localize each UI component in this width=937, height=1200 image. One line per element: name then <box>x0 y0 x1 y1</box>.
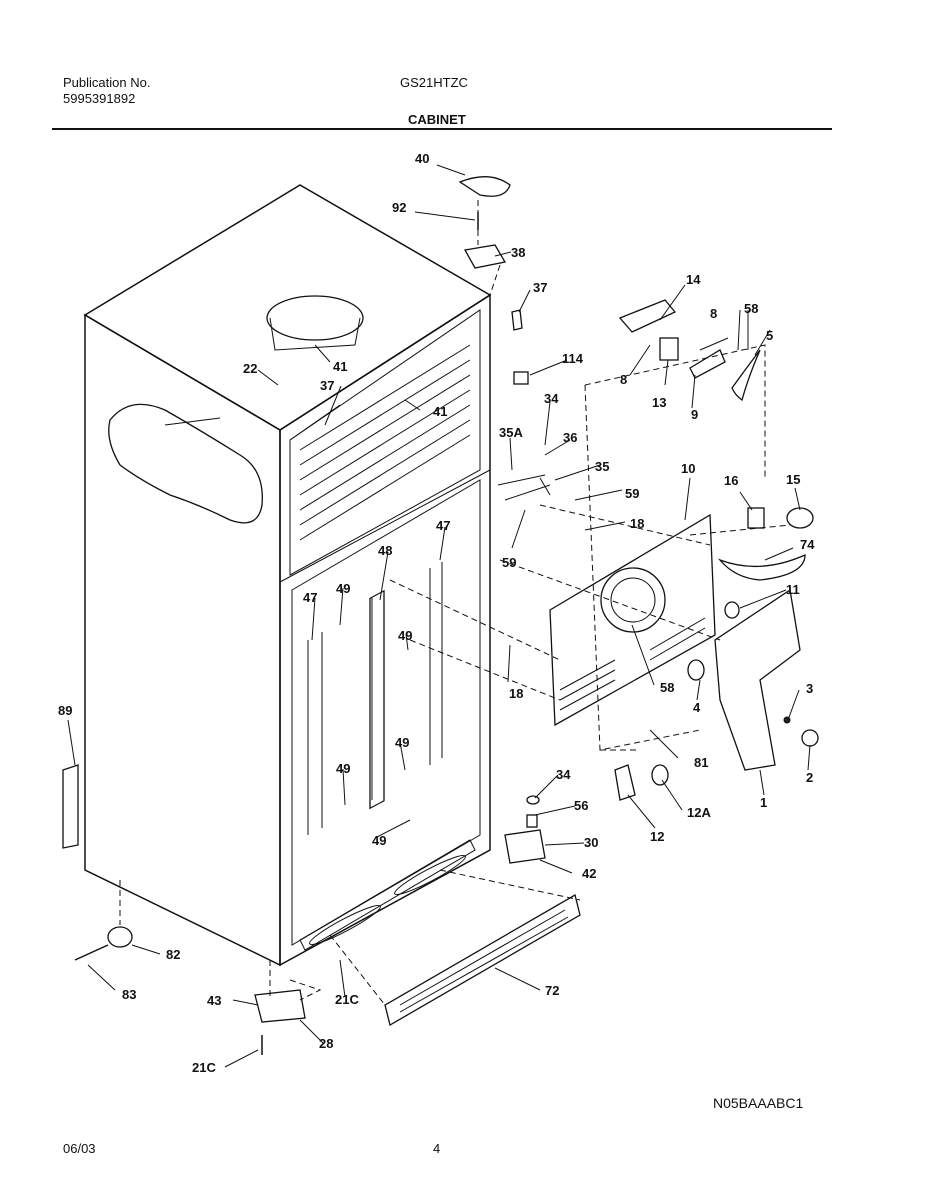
callout-59: 59 <box>502 555 516 570</box>
callout-48: 48 <box>378 543 392 558</box>
section-title: CABINET <box>408 112 466 127</box>
callout-58: 58 <box>660 680 674 695</box>
callout-43: 43 <box>207 993 221 1008</box>
callout-49: 49 <box>395 735 409 750</box>
callout-5: 5 <box>766 328 773 343</box>
callout-41: 41 <box>333 359 347 374</box>
callout-114: 114 <box>562 351 584 366</box>
callout-3: 3 <box>806 681 813 696</box>
callout-81: 81 <box>694 755 708 770</box>
callout-37: 37 <box>533 280 547 295</box>
callout-4: 4 <box>693 700 701 715</box>
callout-56: 56 <box>574 798 588 813</box>
callout-2: 2 <box>806 770 813 785</box>
bottom-parts <box>62 764 581 1055</box>
callout-40: 40 <box>415 151 429 166</box>
callout-18: 18 <box>630 516 644 531</box>
publication-label: Publication No. <box>63 75 151 90</box>
callout-83: 83 <box>122 987 136 1002</box>
callout-21C: 21C <box>335 992 359 1007</box>
callout-34: 34 <box>544 391 559 406</box>
callout-47: 47 <box>436 518 450 533</box>
callout-35A: 35A <box>499 425 523 440</box>
callout-12A: 12A <box>687 805 711 820</box>
callout-11: 11 <box>786 582 800 597</box>
callout-18: 18 <box>509 686 523 701</box>
callout-92: 92 <box>392 200 406 215</box>
callout-labels: 40 92 38 37 41 22 37 41 14 58 8 5 8 13 9… <box>58 151 815 1075</box>
callout-42: 42 <box>582 866 596 881</box>
cabinet-body <box>83 184 492 967</box>
callout-58: 58 <box>744 301 758 316</box>
callout-59: 59 <box>625 486 639 501</box>
page-number: 4 <box>433 1141 441 1156</box>
callout-35: 35 <box>595 459 609 474</box>
callout-49: 49 <box>336 761 350 776</box>
callout-22: 22 <box>243 361 257 376</box>
callout-8: 8 <box>620 372 627 387</box>
callout-1: 1 <box>760 795 767 810</box>
top-hinge-parts <box>458 176 761 864</box>
callout-37: 37 <box>320 378 334 393</box>
callout-14: 14 <box>686 272 701 287</box>
callout-89: 89 <box>58 703 72 718</box>
callout-82: 82 <box>166 947 180 962</box>
callout-8: 8 <box>710 306 717 321</box>
callout-49: 49 <box>398 628 412 643</box>
publication-number: 5995391892 <box>63 91 136 106</box>
callout-28: 28 <box>319 1036 333 1051</box>
assembly-guide-lines <box>119 200 791 1006</box>
callout-12: 12 <box>650 829 664 844</box>
callout-41: 41 <box>433 404 447 419</box>
callout-47: 47 <box>303 590 317 605</box>
callout-16: 16 <box>724 473 738 488</box>
callout-49: 49 <box>336 581 350 596</box>
callout-36: 36 <box>563 430 577 445</box>
fan-cover-assembly <box>549 507 819 801</box>
callout-30: 30 <box>584 835 598 850</box>
callout-13: 13 <box>652 395 666 410</box>
callout-34: 34 <box>556 767 571 782</box>
header-rule <box>52 128 832 130</box>
callout-10: 10 <box>681 461 695 476</box>
leader-lines <box>67 164 811 1068</box>
callout-21C: 21C <box>192 1060 216 1075</box>
diagram-code: N05BAAABC1 <box>713 1095 804 1111</box>
callout-9: 9 <box>691 407 698 422</box>
callout-38: 38 <box>511 245 525 260</box>
model-number: GS21HTZC <box>400 75 468 90</box>
footer-date: 06/03 <box>63 1141 96 1156</box>
callout-49: 49 <box>372 833 386 848</box>
callout-15: 15 <box>786 472 800 487</box>
callout-74: 74 <box>800 537 815 552</box>
callout-72: 72 <box>545 983 559 998</box>
